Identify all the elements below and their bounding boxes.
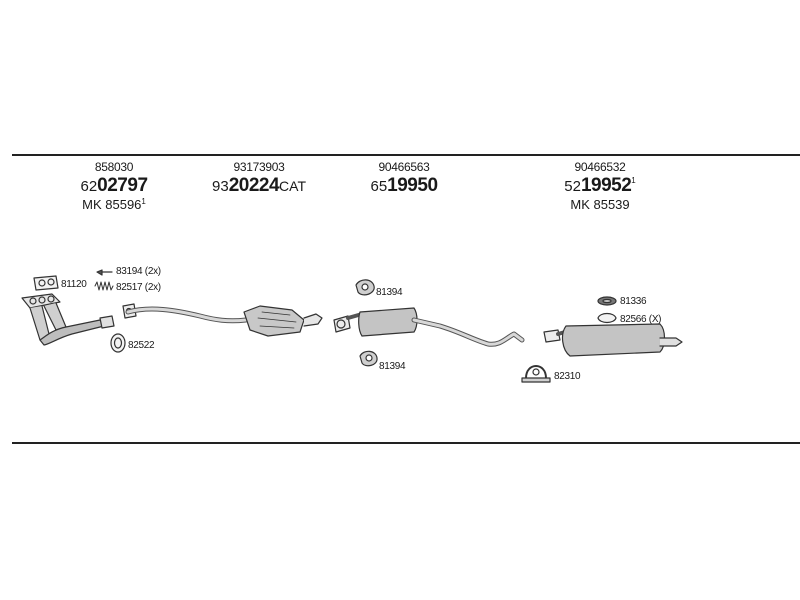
mounting-kit: MK 85539 <box>570 197 630 212</box>
spring-82517-icon <box>94 281 114 291</box>
label-83194: 83194 (2x) <box>116 266 161 277</box>
top-divider <box>12 154 800 156</box>
part-number: 6519950 <box>370 175 438 196</box>
front-pipe-manifold-icon <box>21 293 115 346</box>
rubber-mount-81394-lower-icon <box>359 350 378 367</box>
clamp-82566-icon <box>597 312 617 324</box>
part-number: 9320224CAT <box>212 175 306 196</box>
label-81336: 81336 <box>620 296 647 307</box>
middle-silencer-icon <box>333 307 525 347</box>
bottom-divider <box>12 442 800 444</box>
part-code: 90466532 <box>574 160 626 174</box>
label-82517: 82517 (2x) <box>116 282 161 293</box>
label-82310: 82310 <box>554 371 581 382</box>
label-82566: 82566 (X) <box>620 314 662 325</box>
part-group-rear-silencer: 90466532 52199521 MK 85539 <box>550 161 650 211</box>
part-group-catalyst: 93173903 9320224CAT <box>194 161 324 195</box>
label-81394-lower: 81394 <box>379 361 406 372</box>
mounting-kit: MK 855961 <box>82 197 146 212</box>
part-code: 858030 <box>94 160 134 174</box>
gasket-81120-icon <box>33 275 59 291</box>
catalyst-converter-icon <box>125 305 323 337</box>
clip-83194-icon <box>96 269 113 276</box>
part-number: 52199521 <box>564 175 636 196</box>
rubber-81336-icon <box>597 296 617 306</box>
part-group-middle-silencer: 90466563 6519950 <box>354 161 454 195</box>
label-81120: 81120 <box>61 279 87 290</box>
ring-82522-icon <box>110 333 126 353</box>
part-code: 90466563 <box>378 160 430 174</box>
label-82522: 82522 <box>128 340 155 351</box>
rear-silencer-icon <box>543 323 683 357</box>
part-code: 93173903 <box>233 160 285 174</box>
u-clamp-82310-icon <box>521 365 551 383</box>
part-group-front-pipe: 858030 6202797 MK 855961 <box>64 161 164 211</box>
part-number: 6202797 <box>80 175 148 196</box>
rubber-mount-81394-upper-icon <box>355 279 375 296</box>
label-81394-upper: 81394 <box>376 287 403 298</box>
